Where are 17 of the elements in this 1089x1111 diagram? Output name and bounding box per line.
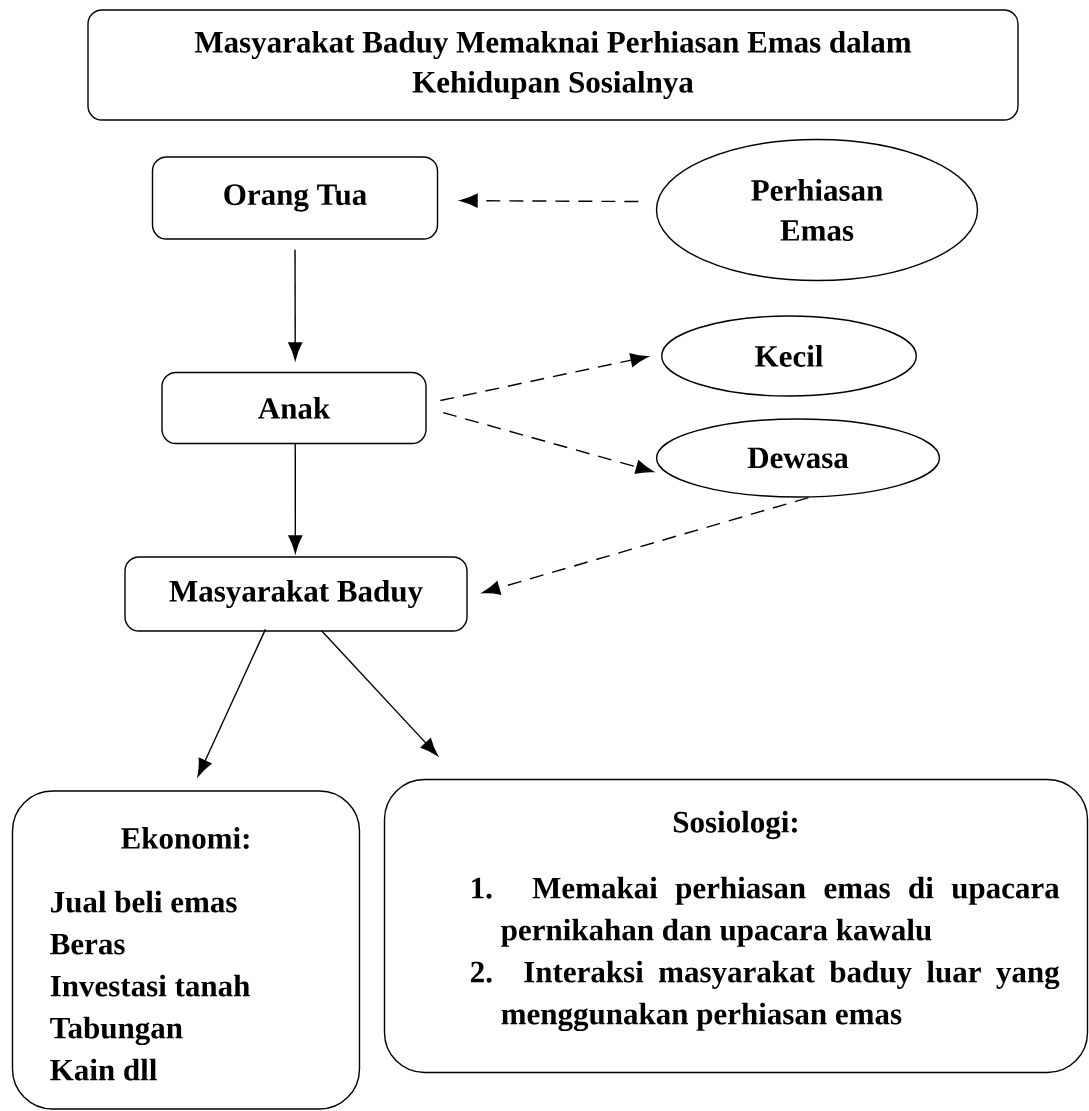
ellipse-node: Dewasa xyxy=(655,418,941,498)
category-box: Ekonomi: Jual beli emas Beras Investasi tanah Tabungan Kain dll xyxy=(11,790,361,1110)
dashed-arrow xyxy=(459,193,640,208)
dashed-arrow xyxy=(482,496,810,595)
ellipse-node: Kecil xyxy=(661,315,917,397)
rounded-box: Orang Tua xyxy=(151,156,439,240)
title-box: Masyarakat Baduy Memaknai Perhiasan Emas dalam Kehidupan Sosialnya xyxy=(87,9,1019,121)
rounded-box: Anak xyxy=(161,371,427,445)
category-box: Sosiologi: 1. Memakai perhiasan emas di upacara pernikahan dan upacara kawalu 2. Interaksi masyarakat baduy luar yang menggunakan perhiasan emas xyxy=(383,778,1089,1074)
arrow xyxy=(320,630,438,756)
arrow xyxy=(288,443,303,554)
arrow xyxy=(288,249,303,361)
rounded-box: Masyarakat Baduy xyxy=(124,556,468,632)
dashed-arrow xyxy=(442,411,654,474)
dashed-arrow xyxy=(439,353,649,402)
ellipse-node: Perhiasan Emas xyxy=(655,138,979,282)
arrow xyxy=(197,628,267,777)
